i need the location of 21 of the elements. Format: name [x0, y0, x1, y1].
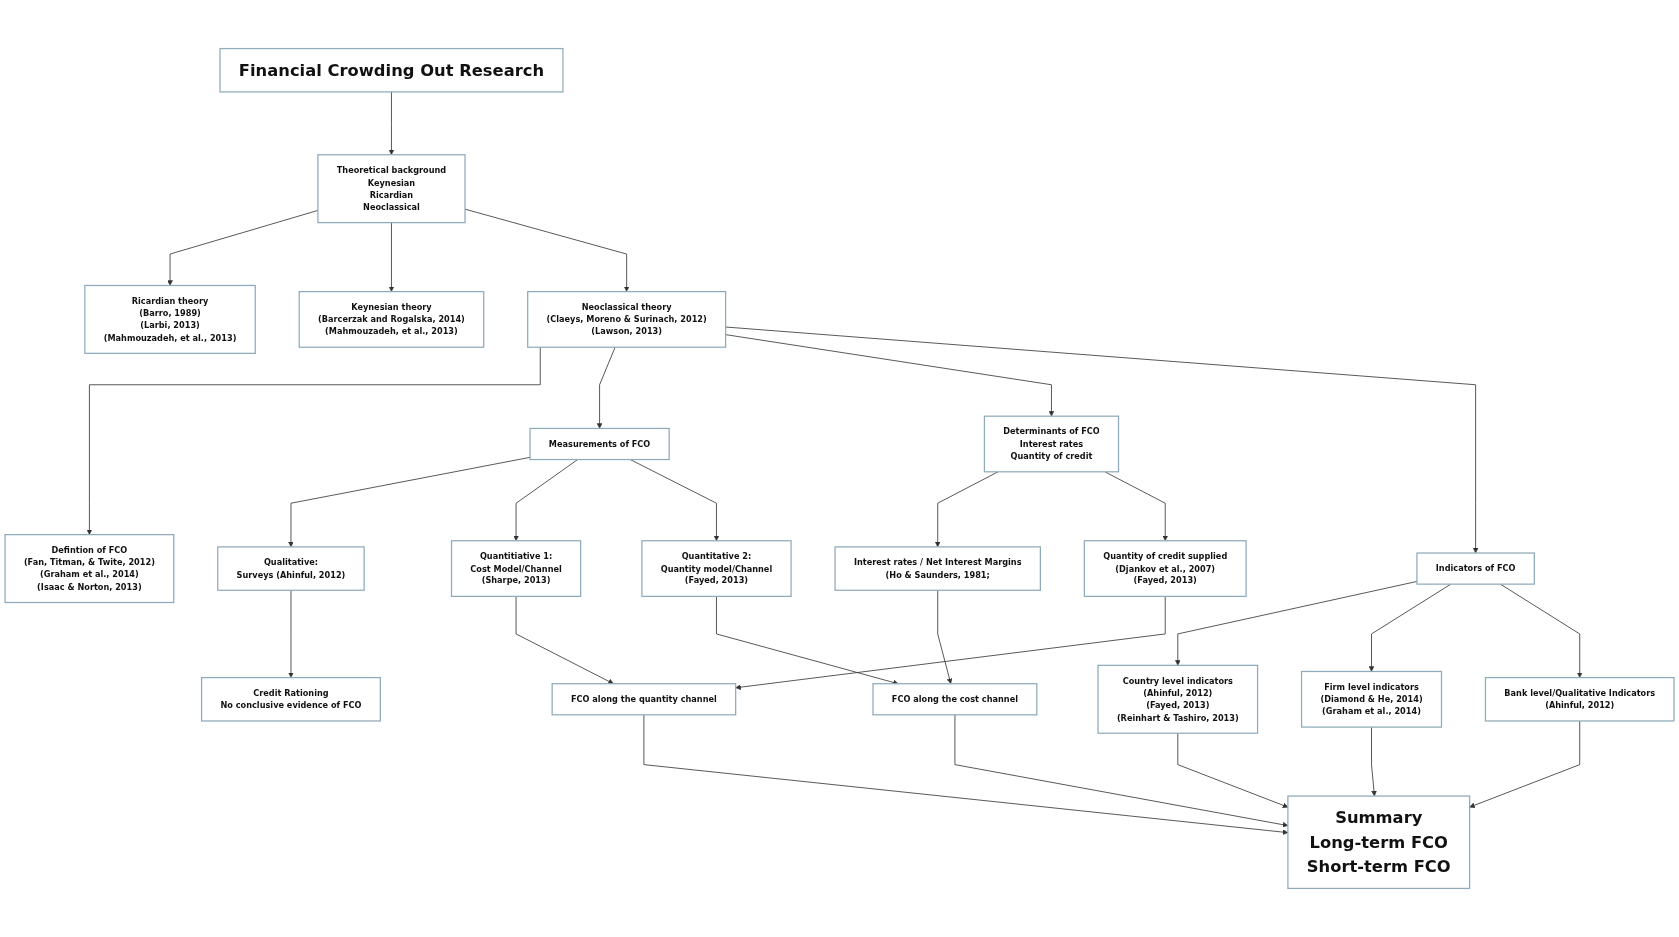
node-box: FCO along the quantity channel: [551, 683, 737, 716]
node-box: Interest rates / Net Interest Margins (Ho & Saunders, 1981;: [834, 546, 1041, 591]
node-box: Summary Long-term FCO Short-term FCO: [1287, 795, 1471, 890]
node-box: Firm level indicators (Diamond & He, 2014) (Graham et al., 2014): [1300, 670, 1443, 728]
node-box: Bank level/Qualitative Indicators (Ahinful, 2012): [1484, 676, 1675, 722]
node-box: Measurements of FCO: [529, 427, 670, 461]
node-box: Indicators of FCO: [1416, 552, 1535, 585]
node-box: FCO along the cost channel: [872, 683, 1038, 716]
node-box: Theoretical background Keynesian Ricardian Neoclassical: [317, 154, 466, 224]
node-box: Country level indicators (Ahinful, 2012) (Fayed, 2013) (Reinhart & Tashiro, 2013): [1097, 664, 1259, 734]
node-box: Quantity of credit supplied (Djankov et al., 2007) (Fayed, 2013): [1083, 540, 1247, 597]
node-box: Financial Crowding Out Research: [219, 47, 564, 93]
node-box: Ricardian theory (Barro, 1989) (Larbi, 2013) (Mahmouzadeh, et al., 2013): [84, 284, 256, 354]
node-box: Keynesian theory (Barcerzak and Rogalska, 2014) (Mahmouzadeh, et al., 2013): [298, 290, 485, 348]
node-box: Defintion of FCO (Fan, Titman, & Twite, 2012) (Graham et al., 2014) (Isaac & Norton, 2013): [4, 534, 175, 604]
node-box: Credit Rationing No conclusive evidence of FCO: [200, 676, 381, 722]
node-box: Qualitative: Surveys (Ahinful, 2012): [217, 546, 365, 591]
node-box: Quantitative 2: Quantity model/Channel (Fayed, 2013): [641, 540, 792, 597]
node-box: Determinants of FCO Interest rates Quantity of credit: [983, 415, 1120, 473]
node-box: Quantitiative 1: Cost Model/Channel (Sharpe, 2013): [450, 540, 582, 597]
node-box: Neoclassical theory (Claeys, Moreno & Surinach, 2012) (Lawson, 2013): [527, 290, 727, 348]
